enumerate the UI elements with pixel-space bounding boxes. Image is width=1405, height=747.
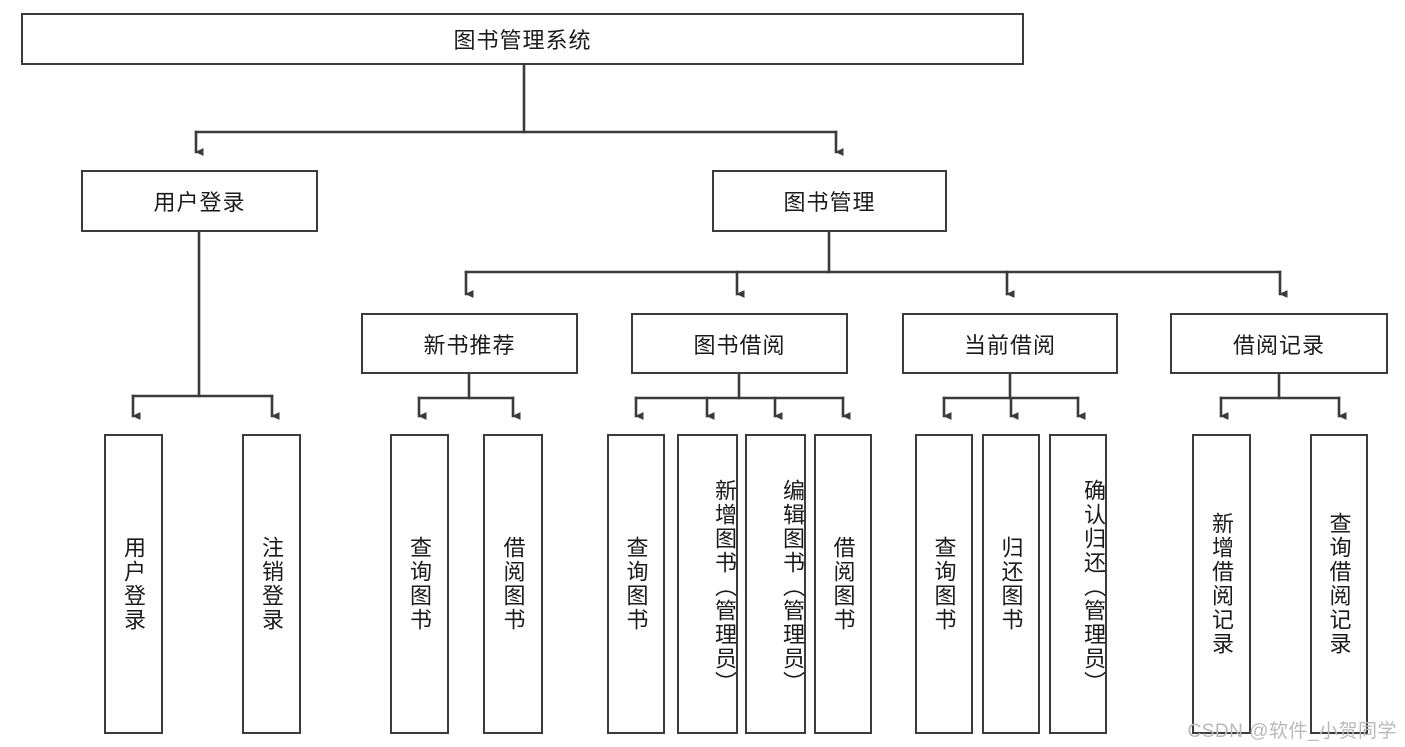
- leaf-confirm-return-admin[interactable]: 确认归还（管理员）: [1049, 434, 1107, 734]
- leaf-return-book[interactable]: 归还图书: [982, 434, 1040, 734]
- leaf-borrow-book-recommend[interactable]: 借阅图书: [483, 434, 543, 734]
- leaf-query-book-recommend[interactable]: 查询图书: [390, 434, 449, 734]
- node-borrow-record[interactable]: 借阅记录: [1170, 313, 1388, 374]
- leaf-query-book-current[interactable]: 查询图书: [915, 434, 973, 734]
- node-user-login[interactable]: 用户登录: [81, 170, 318, 232]
- node-book-borrow[interactable]: 图书借阅: [631, 313, 848, 374]
- node-new-book-recommend[interactable]: 新书推荐: [361, 313, 578, 374]
- leaf-edit-book-admin[interactable]: 编辑图书（管理员）: [745, 434, 806, 734]
- node-current-borrow[interactable]: 当前借阅: [902, 313, 1118, 374]
- node-root[interactable]: 图书管理系统: [21, 13, 1024, 65]
- leaf-query-book-borrow[interactable]: 查询图书: [607, 434, 665, 734]
- leaf-user-login[interactable]: 用户登录: [104, 434, 163, 734]
- node-book-manage[interactable]: 图书管理: [712, 170, 947, 232]
- leaf-add-book-admin[interactable]: 新增图书（管理员）: [677, 434, 738, 734]
- leaf-user-logout[interactable]: 注销登录: [242, 434, 301, 734]
- leaf-query-borrow-record[interactable]: 查询借阅记录: [1310, 434, 1368, 734]
- csdn-watermark: CSDN @软件_小贺同学: [1187, 721, 1397, 742]
- leaf-add-borrow-record[interactable]: 新增借阅记录: [1192, 434, 1251, 734]
- leaf-borrow-book-borrow[interactable]: 借阅图书: [814, 434, 872, 734]
